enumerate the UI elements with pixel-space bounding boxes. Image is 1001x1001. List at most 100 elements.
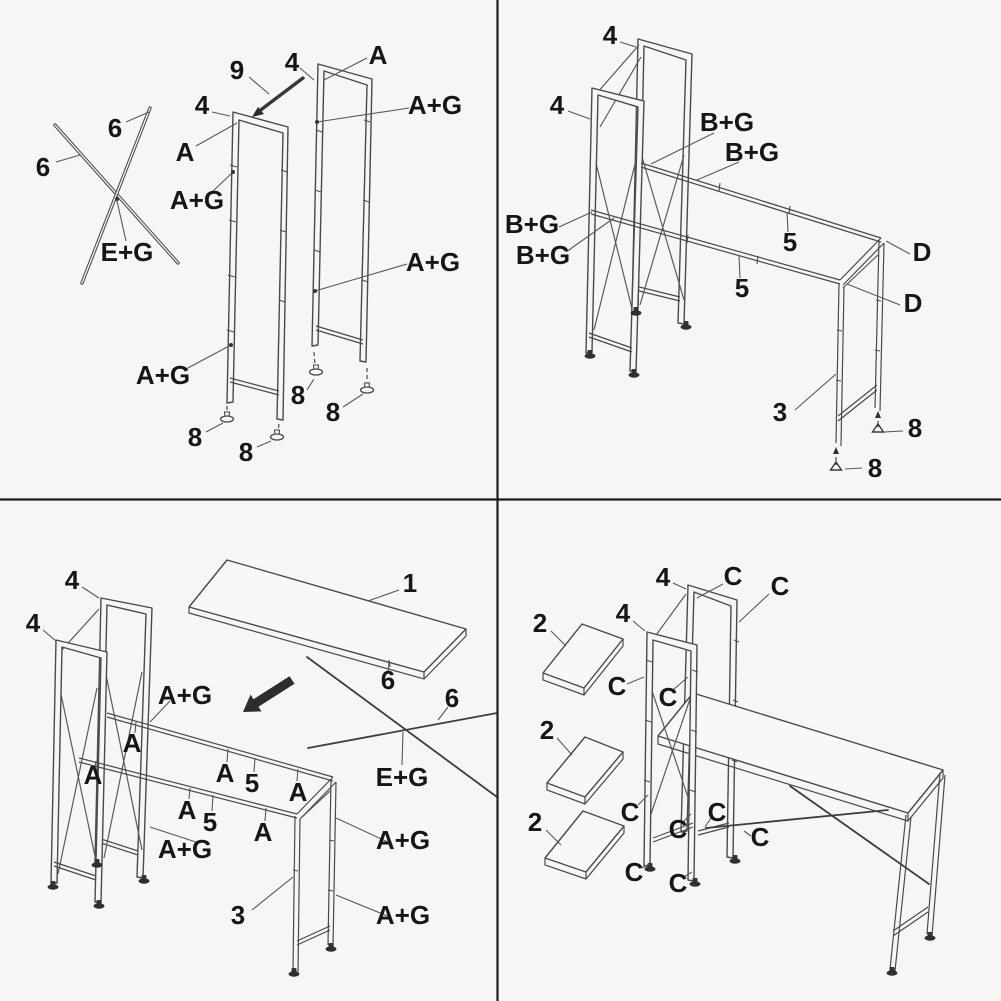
part-label: A (254, 817, 273, 847)
leader-lines (55, 57, 410, 448)
shelf-tower (47, 597, 153, 909)
part-label: B+G (516, 240, 570, 270)
part-label: 5 (203, 807, 217, 837)
part-label: C (621, 797, 640, 827)
part-label: A (289, 777, 308, 807)
part-label: 8 (868, 453, 882, 483)
part-label: 6 (445, 683, 459, 713)
part-label: D (913, 237, 932, 267)
part-label: C (659, 682, 678, 712)
leader-lines (42, 586, 449, 918)
insert-arrowhead-icon (252, 107, 264, 117)
part-label: 5 (245, 768, 259, 798)
part-label: C (669, 868, 688, 898)
part-label: A (216, 758, 235, 788)
part-label: 4 (65, 565, 80, 595)
part-label: A (176, 137, 195, 167)
desk-assembly (657, 692, 946, 976)
cross-brace-rods (306, 656, 498, 798)
desktop-panel (188, 559, 467, 680)
step-panel-bottom-left: 4 4 1 6 6 E+G A+G A A A 5 A A 5 A A+G A+… (26, 559, 498, 977)
part-label: 2 (540, 715, 554, 745)
part-label: D (904, 288, 923, 318)
part-label: 2 (528, 807, 542, 837)
part-label: 6 (108, 113, 122, 143)
levelling-feet (219, 351, 375, 441)
part-label: 3 (231, 900, 245, 930)
part-label: 4 (285, 47, 300, 77)
part-label: A+G (158, 680, 212, 710)
side-frame-right (311, 63, 373, 363)
bolt-dots (115, 120, 319, 347)
direction-arrow-icon (243, 676, 295, 712)
part-label: B+G (725, 137, 779, 167)
part-label: A+G (408, 90, 462, 120)
desk-leg-frame (288, 776, 337, 977)
part-label: 8 (291, 380, 305, 410)
part-label: C (669, 814, 688, 844)
screw-hole-ticks (226, 119, 371, 333)
step-panel-bottom-right: 2 2 2 4 C C 4 C C C C C C C C (528, 561, 946, 976)
part-label: C (625, 857, 644, 887)
part-label: 4 (603, 20, 618, 50)
part-label: A+G (170, 185, 224, 215)
side-frame-left (226, 111, 289, 421)
shelf-boards (542, 623, 625, 880)
part-label: A (369, 40, 388, 70)
part-label: C (608, 671, 627, 701)
part-label: A (84, 760, 103, 790)
part-label: 1 (403, 568, 417, 598)
part-label: 4 (656, 562, 671, 592)
desk-leg-frame (835, 237, 885, 447)
part-label: C (708, 797, 727, 827)
foot-inserts (829, 411, 885, 471)
step-panel-top-right: 4 4 B+G B+G B+G B+G 5 D 5 D 3 8 8 (505, 20, 931, 483)
part-label: C (771, 571, 790, 601)
part-label: 8 (188, 422, 202, 452)
part-label: 6 (36, 152, 50, 182)
part-label: 8 (239, 437, 253, 467)
part-label: A+G (376, 825, 430, 855)
step-panel-top-left: 9 4 A 4 A A+G A+G 6 6 E+G A+G A+G 8 8 8 … (36, 40, 462, 467)
part-label: A+G (136, 360, 190, 390)
part-label: 8 (908, 413, 922, 443)
insert-arrowhead-icon (833, 447, 839, 454)
long-rails (590, 162, 882, 285)
insert-rod-9 (252, 76, 305, 117)
part-label: A (178, 795, 197, 825)
part-label: 4 (616, 598, 631, 628)
part-label: 8 (326, 397, 340, 427)
leader-lines (558, 41, 911, 470)
part-label: 4 (550, 90, 565, 120)
leader-lines (545, 582, 770, 878)
part-label: E+G (101, 237, 154, 267)
part-label: C (724, 561, 743, 591)
part-label: 4 (26, 608, 41, 638)
part-label: B+G (700, 107, 754, 137)
shelf-tower-front-frame (643, 593, 741, 887)
part-labels: 9 4 A 4 A A+G A+G 6 6 E+G A+G A+G 8 8 8 … (36, 40, 462, 467)
shelf-tower (584, 38, 693, 378)
part-label: 3 (773, 397, 787, 427)
part-label: 2 (533, 608, 547, 638)
part-labels: 2 2 2 4 C C 4 C C C C C C C C (528, 561, 790, 898)
part-label: 5 (783, 227, 797, 257)
part-label: C (751, 822, 770, 852)
insert-arrowhead-icon (875, 411, 881, 418)
part-label: 4 (195, 90, 210, 120)
cross-brace-rods-installed (705, 785, 930, 885)
part-label: 6 (381, 665, 395, 695)
long-rails (78, 712, 334, 819)
part-label: B+G (505, 209, 559, 239)
part-labels: 4 4 B+G B+G B+G B+G 5 D 5 D 3 8 8 (505, 20, 931, 483)
part-labels: 4 4 1 6 6 E+G A+G A A A 5 A A 5 A A+G A+… (26, 565, 459, 930)
part-label: A+G (376, 900, 430, 930)
part-label: A+G (158, 834, 212, 864)
part-label: A+G (406, 247, 460, 277)
part-label: A (123, 728, 142, 758)
cross-brace-rods (53, 106, 180, 285)
part-label: 5 (735, 273, 749, 303)
part-label: E+G (376, 762, 429, 792)
